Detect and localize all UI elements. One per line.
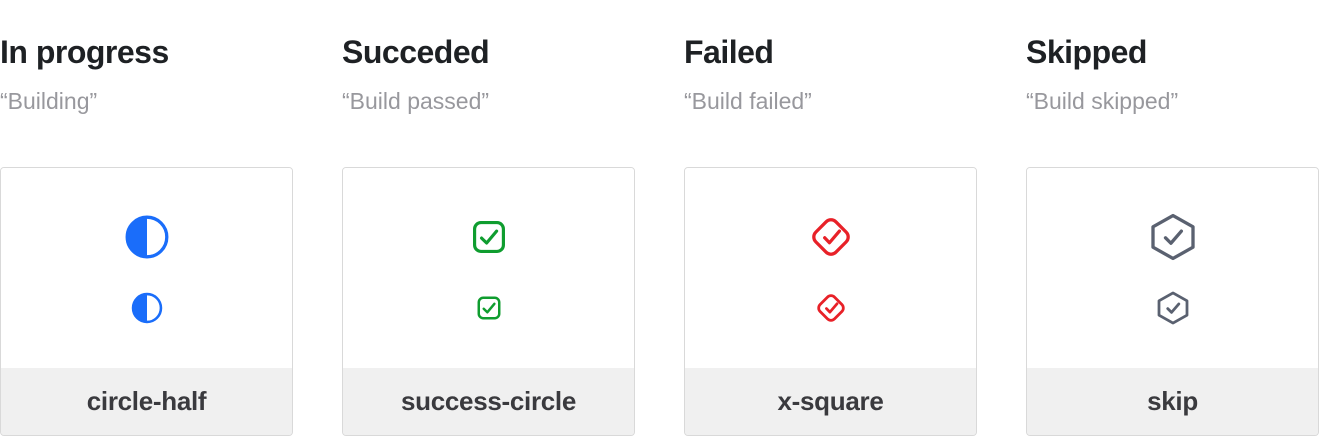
column-succeeded: Succeded “Build passed” succes bbox=[342, 0, 636, 436]
icon-card-success-circle: success-circle bbox=[342, 167, 635, 436]
column-failed: Failed “Build failed” x-square bbox=[684, 0, 978, 436]
icon-name-label: x-square bbox=[777, 385, 884, 416]
icon-card-circle-half: circle-half bbox=[0, 167, 293, 436]
icon-name-label: skip bbox=[1147, 385, 1198, 416]
column-subtitle: “Build passed” bbox=[342, 88, 490, 114]
icon-name-footer: skip bbox=[1027, 367, 1318, 435]
check-diamond-icon bbox=[814, 292, 847, 325]
check-hexagon-icon bbox=[1148, 212, 1198, 262]
column-heading: Succeded bbox=[342, 34, 490, 70]
icon-preview-area bbox=[1, 168, 292, 368]
column-subtitle: “Build skipped” bbox=[1026, 88, 1179, 114]
column-heading: In progress bbox=[0, 34, 169, 70]
column-subtitle: “Build failed” bbox=[684, 88, 812, 114]
column-heading: Skipped bbox=[1026, 34, 1147, 70]
icon-preview-area bbox=[1027, 168, 1318, 368]
column-heading: Failed bbox=[684, 34, 774, 70]
icon-preview-area bbox=[685, 168, 976, 368]
icon-preview-area bbox=[343, 168, 634, 368]
check-square-icon bbox=[470, 218, 508, 256]
circle-half-icon bbox=[125, 215, 169, 259]
icon-name-footer: x-square bbox=[685, 367, 976, 435]
circle-half-icon bbox=[131, 292, 162, 324]
check-diamond-icon bbox=[808, 214, 854, 260]
icon-card-skip: skip bbox=[1026, 167, 1319, 436]
icon-card-x-square: x-square bbox=[684, 167, 977, 436]
column-in-progress: In progress “Building” circle- bbox=[0, 0, 294, 436]
check-square-icon bbox=[475, 295, 502, 322]
column-subtitle: “Building” bbox=[0, 88, 98, 114]
column-skipped: Skipped “Build skipped” skip bbox=[1026, 0, 1320, 436]
icon-name-label: success-circle bbox=[400, 385, 577, 416]
check-hexagon-icon bbox=[1155, 291, 1190, 326]
icon-name-footer: success-circle bbox=[343, 367, 634, 435]
icon-name-footer: circle-half bbox=[1, 367, 292, 435]
icon-name-label: circle-half bbox=[86, 385, 207, 416]
